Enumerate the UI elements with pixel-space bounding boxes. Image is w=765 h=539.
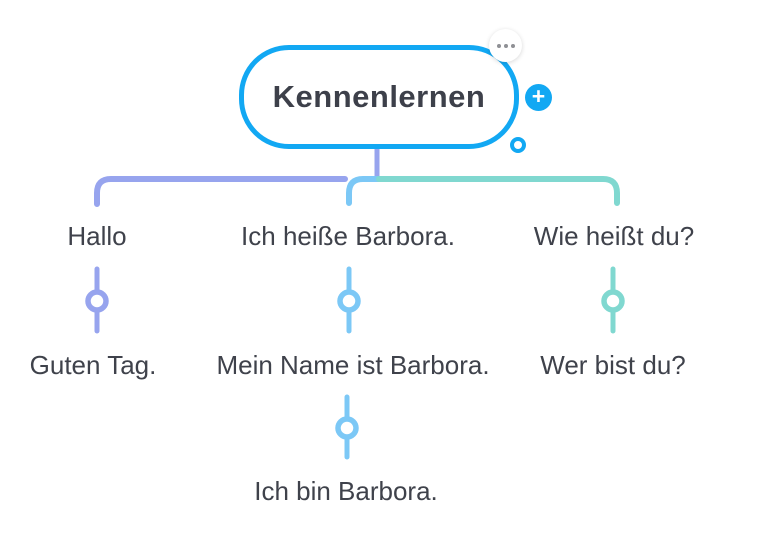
plus-icon: +	[531, 83, 546, 109]
topic-ich-heisse-barbora[interactable]: Ich heiße Barbora.	[241, 221, 455, 251]
branch-elbow-right	[376, 176, 620, 206]
root-node-label: Kennenlernen	[272, 79, 486, 114]
connector-ring-left[interactable]	[85, 289, 109, 313]
branch-elbow-middle	[346, 176, 382, 206]
connector-ring-right[interactable]	[601, 289, 625, 313]
ellipsis-icon	[510, 43, 515, 48]
connection-handle[interactable]	[510, 137, 526, 153]
more-options-button[interactable]	[489, 29, 522, 62]
topic-mein-name-ist-barbora[interactable]: Mein Name ist Barbora.	[216, 350, 490, 380]
topic-ich-bin-barbora[interactable]: Ich bin Barbora.	[254, 476, 438, 506]
ellipsis-icon	[503, 43, 508, 48]
add-child-button[interactable]: +	[525, 84, 552, 111]
connector-ring-middle-2[interactable]	[335, 416, 359, 440]
topic-guten-tag[interactable]: Guten Tag.	[29, 350, 157, 380]
branch-elbow-left	[94, 176, 348, 207]
topic-wer-bist-du[interactable]: Wer bist du?	[540, 350, 686, 380]
topic-hallo[interactable]: Hallo	[67, 221, 127, 251]
ellipsis-icon	[496, 43, 501, 48]
connector-ring-middle-1[interactable]	[337, 289, 361, 313]
root-node[interactable]: Kennenlernen	[239, 45, 519, 149]
topic-wie-heisst-du[interactable]: Wie heißt du?	[533, 221, 695, 251]
